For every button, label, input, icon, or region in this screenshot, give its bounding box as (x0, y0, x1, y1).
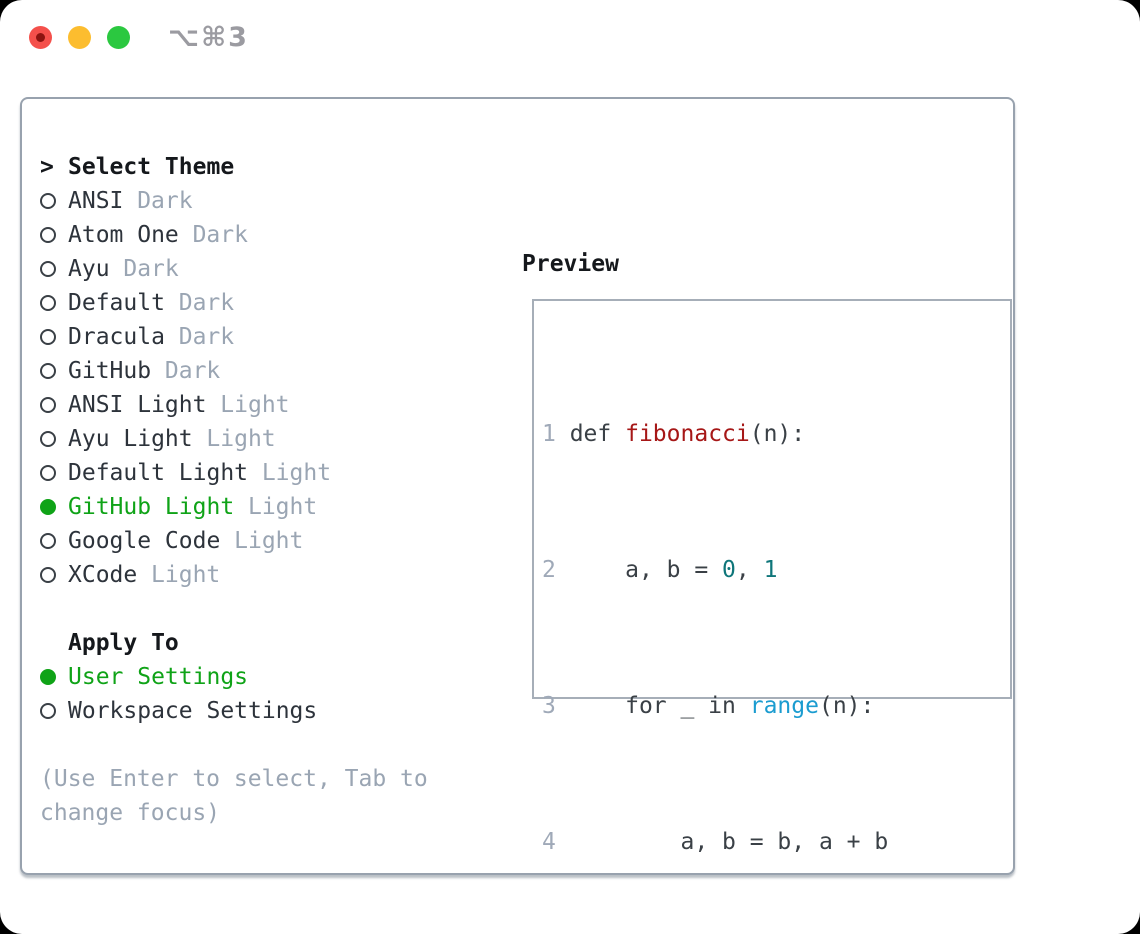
theme-variant-tag: Dark (164, 358, 221, 384)
theme-name: GitHub Light (68, 494, 235, 520)
select-theme-header: > Select Theme (40, 150, 428, 184)
code-line: 1 def fibonacci(n): (542, 417, 971, 451)
code-segment: (n): (818, 693, 875, 719)
theme-name: Workspace Settings (68, 698, 318, 724)
theme-options: ANSI Dark Atom One Dark Ayu Dark Default… (40, 184, 428, 592)
theme-option[interactable]: GitHub Dark (40, 354, 428, 388)
hint-text: (Use Enter to select, Tab to change focus… (40, 762, 428, 830)
theme-option[interactable]: Dracula Dark (40, 320, 428, 354)
apply-to-label: Apply To (68, 630, 179, 656)
theme-name: User Settings (68, 664, 249, 690)
theme-variant-tag: Light (151, 562, 221, 588)
code-segment: , (735, 557, 764, 583)
select-theme-label: Select Theme (68, 154, 235, 180)
theme-variant-tag: Dark (178, 324, 235, 350)
radio-icon (40, 465, 56, 481)
theme-variant-tag: Light (261, 460, 332, 486)
prompt-icon: > (40, 154, 54, 180)
radio-icon (40, 227, 56, 243)
radio-icon (40, 193, 56, 209)
line-number: 1 (542, 421, 556, 447)
code-line: 3 for _ in range(n): (542, 689, 971, 723)
theme-name: Default (68, 290, 165, 316)
radio-icon (40, 397, 56, 413)
theme-list: > Select Theme ANSI Dark Atom One Dark A… (40, 150, 428, 830)
theme-name: Google Code (68, 528, 221, 554)
hint-line: change focus) (40, 800, 221, 826)
code-segment: a, b = b, a + b (555, 829, 889, 855)
apply-option[interactable]: Workspace Settings (40, 694, 428, 728)
preview-label: Preview (522, 251, 619, 277)
radio-icon (40, 499, 56, 515)
radio-icon (40, 703, 56, 719)
theme-variant-tag: Light (220, 392, 290, 418)
theme-picker-panel: > Select Theme ANSI Dark Atom One Dark A… (20, 97, 1015, 875)
theme-option[interactable]: Default Dark (40, 286, 428, 320)
code-segment: a, b = (555, 557, 723, 583)
radio-icon (40, 567, 56, 583)
code-segment: def (555, 421, 626, 447)
theme-name: Ayu Light (68, 426, 193, 452)
code-segment: 0 (722, 557, 736, 583)
hint-line: (Use Enter to select, Tab to (40, 766, 428, 792)
radio-icon (40, 533, 56, 549)
radio-icon (40, 669, 56, 685)
radio-icon (40, 431, 56, 447)
titlebar: ⌥⌘3 (0, 0, 1140, 74)
theme-name: Ayu (68, 256, 110, 282)
apply-to-header: Apply To (40, 626, 428, 660)
theme-name: Atom One (68, 222, 179, 248)
theme-variant-tag: Dark (192, 222, 248, 248)
code-preview: 1 def fibonacci(n): 2 a, b = 0, 1 3 for … (542, 349, 971, 934)
theme-option[interactable]: Atom One Dark (40, 218, 428, 252)
theme-variant-tag: Light (206, 426, 276, 452)
apply-option[interactable]: User Settings (40, 660, 428, 694)
code-segment: (n): (749, 421, 806, 447)
theme-name: Default Light (68, 460, 249, 486)
theme-option[interactable]: ANSI Dark (40, 184, 428, 218)
radio-icon (40, 329, 56, 345)
theme-option[interactable]: XCode Light (40, 558, 428, 592)
radio-icon (40, 295, 56, 311)
code-segment: 1 (763, 557, 778, 583)
theme-option[interactable]: GitHub Light Light (40, 490, 428, 524)
theme-variant-tag: Dark (178, 290, 235, 316)
theme-name: XCode (68, 562, 138, 588)
theme-variant-tag: Dark (123, 256, 179, 282)
theme-name: ANSI Light (68, 392, 207, 418)
theme-name: GitHub (68, 358, 152, 384)
code-line: 4 a, b = b, a + b (542, 825, 971, 859)
window-title: ⌥⌘3 (168, 22, 249, 53)
line-number: 2 (542, 557, 556, 583)
minimize-button[interactable] (68, 26, 91, 49)
theme-option[interactable]: Google Code Light (40, 524, 428, 558)
line-number: 4 (542, 829, 556, 855)
radio-icon (40, 363, 56, 379)
zoom-button[interactable] (107, 26, 130, 49)
theme-name: Dracula (68, 324, 165, 350)
theme-option[interactable]: Ayu Dark (40, 252, 428, 286)
apply-to-options: User Settings Workspace Settings (40, 660, 428, 728)
theme-name: ANSI (68, 188, 124, 214)
code-segment: for _ in (555, 693, 750, 719)
close-button[interactable] (29, 26, 52, 49)
theme-option[interactable]: ANSI Light Light (40, 388, 428, 422)
code-segment: range (749, 693, 819, 719)
code-segment: fibonacci (625, 421, 750, 447)
radio-icon (40, 261, 56, 277)
theme-variant-tag: Light (247, 494, 318, 520)
code-line: 2 a, b = 0, 1 (542, 553, 971, 587)
theme-variant-tag: Light (234, 528, 304, 554)
theme-option[interactable]: Ayu Light Light (40, 422, 428, 456)
line-number: 3 (542, 693, 556, 719)
theme-variant-tag: Dark (137, 188, 193, 214)
theme-option[interactable]: Default Light Light (40, 456, 428, 490)
preview-box: 1 def fibonacci(n): 2 a, b = 0, 1 3 for … (532, 299, 1012, 855)
